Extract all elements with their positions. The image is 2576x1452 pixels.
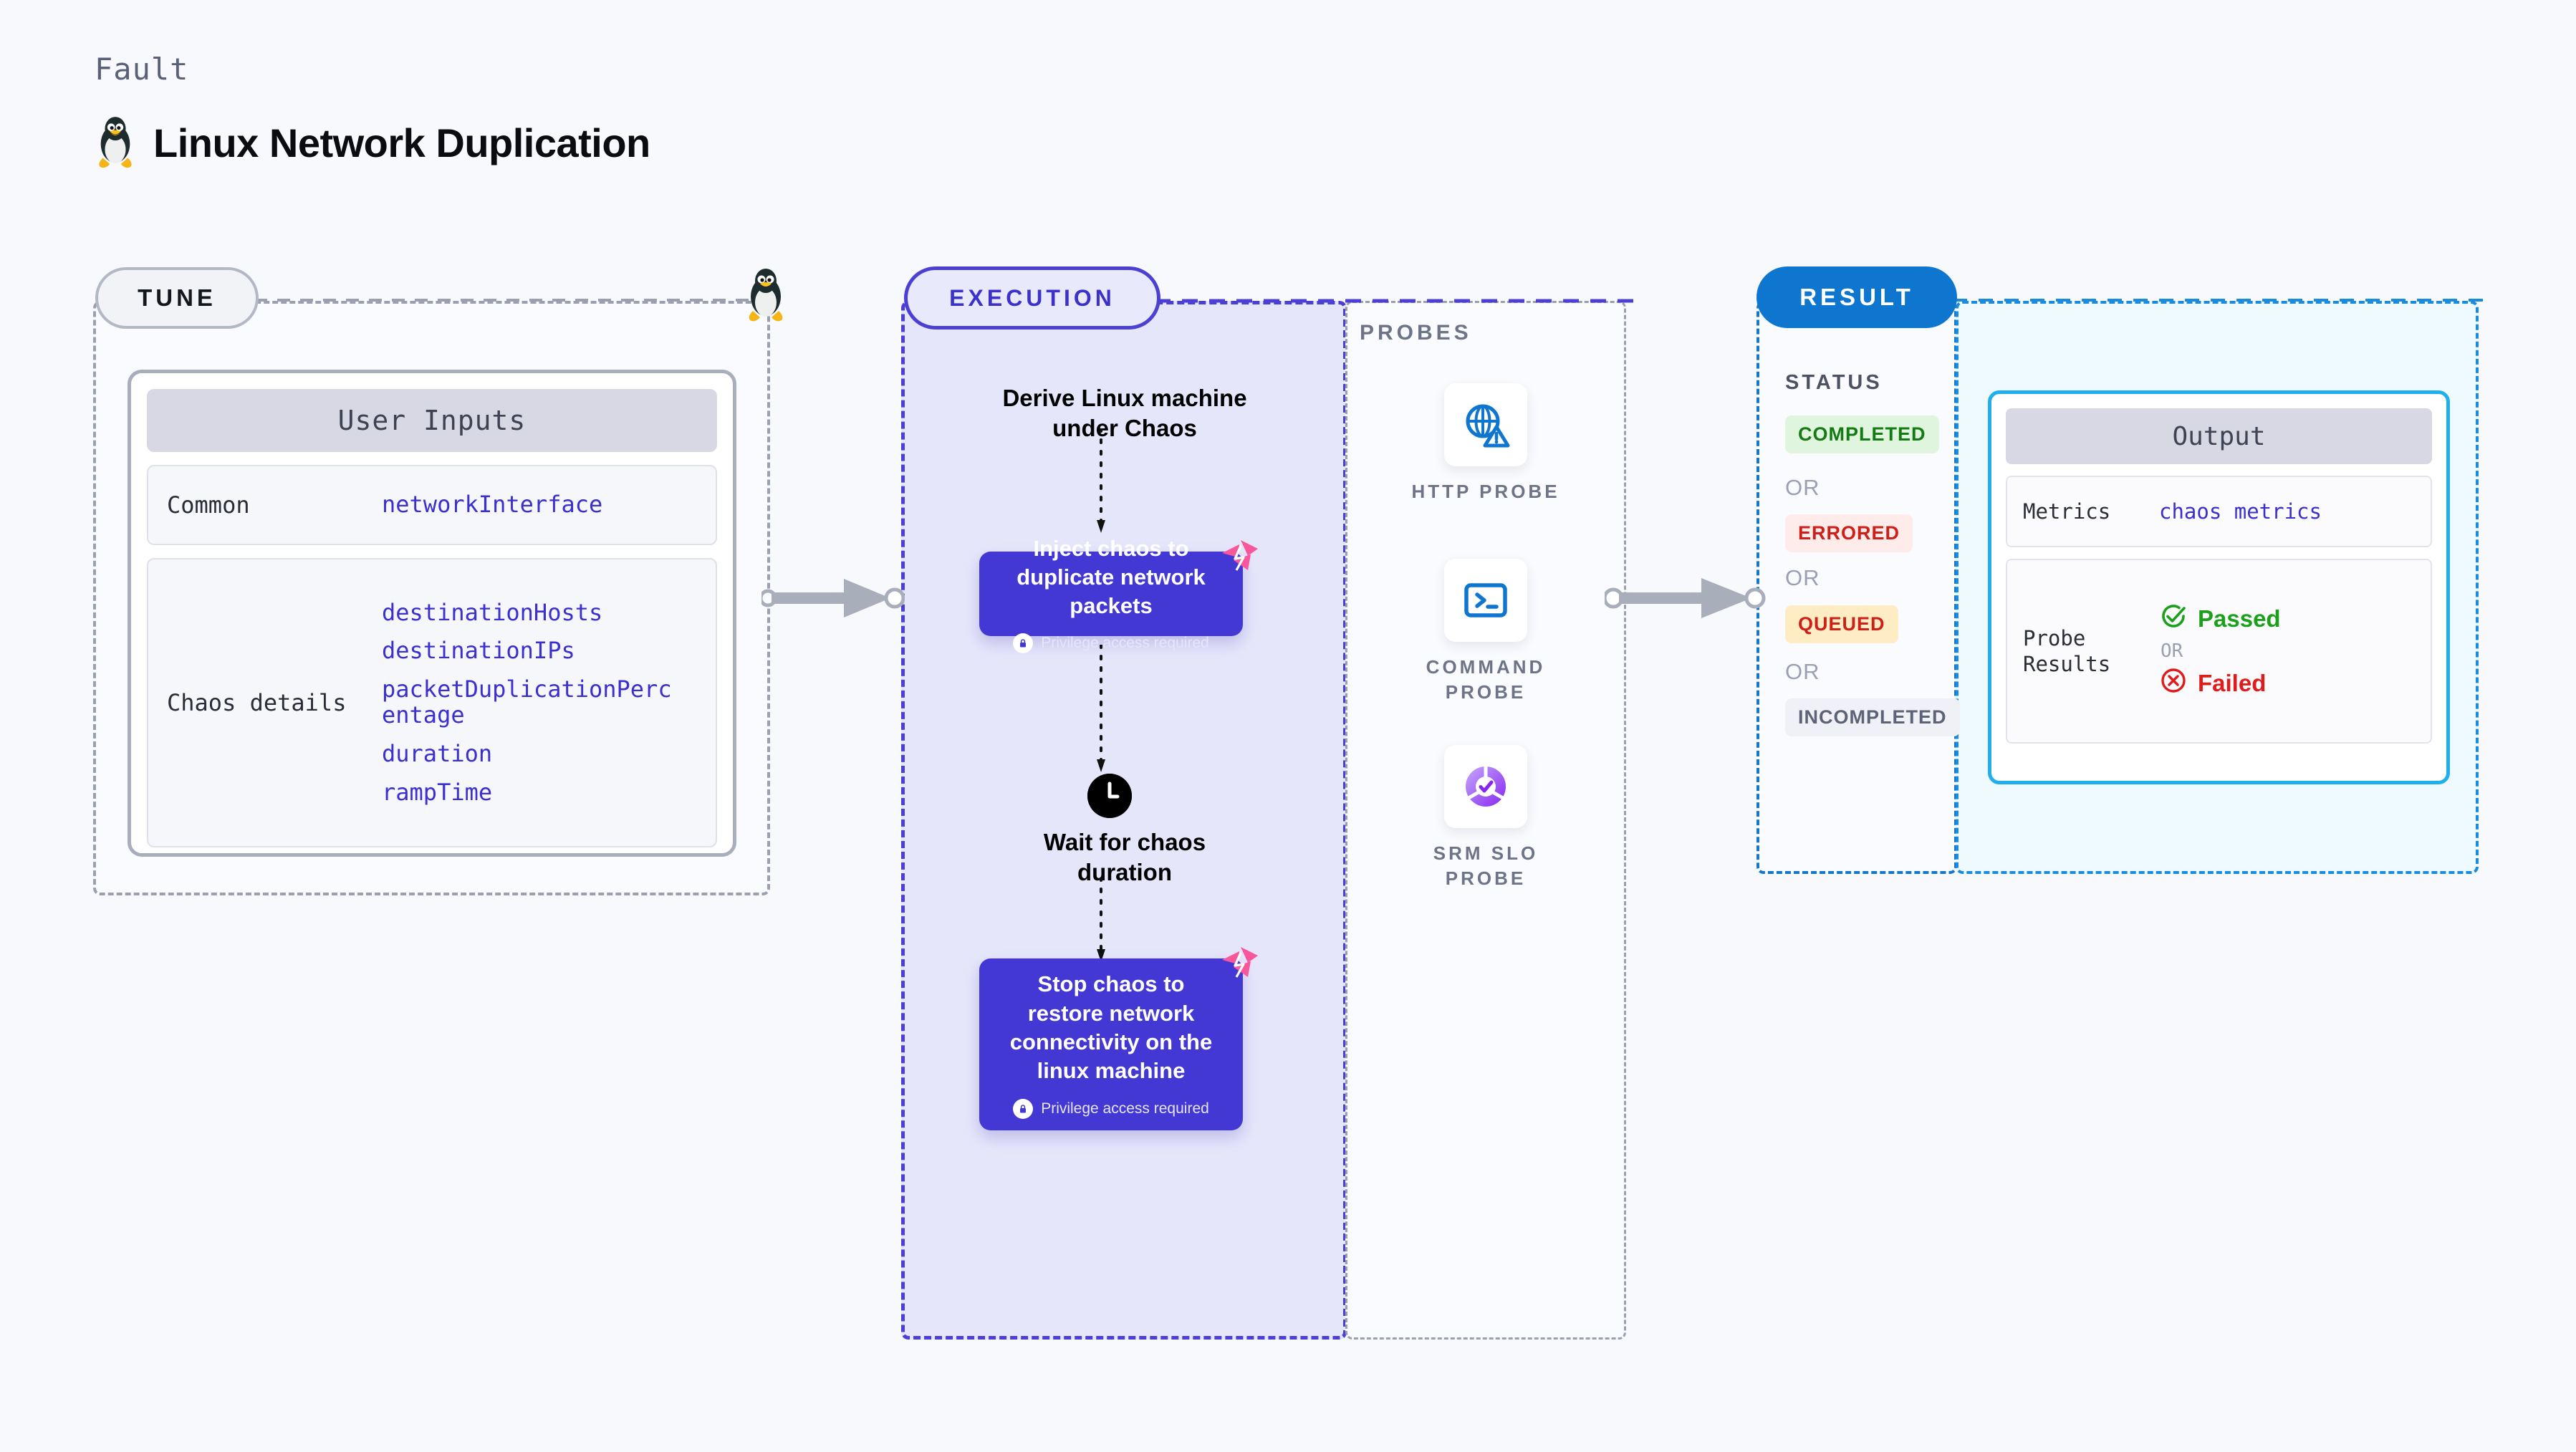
- flow-arrow-down: [1097, 645, 1105, 772]
- input-row-label: Chaos details: [167, 689, 347, 716]
- tune-to-execution-arrow: [761, 579, 905, 617]
- execution-label[interactable]: EXECUTION: [904, 266, 1160, 330]
- privilege-note-text: Privilege access required: [1041, 1100, 1209, 1117]
- execution-step-derive: Derive Linux machine under Chaos: [1002, 385, 1247, 442]
- x-circle-icon: [2159, 666, 2188, 701]
- output-row-value[interactable]: chaos metrics: [2159, 499, 2322, 524]
- execution-region: [901, 301, 1347, 1340]
- chaos-mark-icon: [1219, 539, 1259, 579]
- output-row-metrics: Metrics chaos metrics: [2006, 476, 2432, 547]
- probe-label: COMMAND PROBE: [1426, 656, 1546, 703]
- probes-title: PROBES: [1360, 321, 1472, 345]
- privilege-note-text: Privilege access required: [1041, 635, 1209, 652]
- or-separator: OR: [1785, 659, 1820, 684]
- status-badge-errored: ERRORED: [1785, 514, 1913, 552]
- lock-icon: [1013, 633, 1034, 654]
- probe-item-srm-slo[interactable]: SRM SLO PROBE: [1345, 745, 1626, 891]
- execution-top-dashed-line: [1155, 299, 1635, 303]
- probe-result-failed-label: Failed: [2198, 670, 2267, 696]
- or-separator: OR: [2161, 640, 2183, 662]
- page-kicker: Fault: [95, 52, 189, 87]
- clock-icon: [1087, 774, 1132, 818]
- input-value[interactable]: networkInterface: [382, 491, 603, 519]
- linux-penguin-icon: [93, 115, 138, 170]
- probe-item-command[interactable]: COMMAND PROBE: [1345, 559, 1626, 705]
- probe-item-http[interactable]: HTTP PROBE: [1345, 383, 1626, 504]
- user-inputs-card: User Inputs Common networkInterface Chao…: [128, 370, 736, 857]
- execution-step-inject-box[interactable]: Inject chaos to duplicate network packet…: [979, 536, 1243, 654]
- status-badge-queued: QUEUED: [1785, 605, 1898, 643]
- lock-icon: [1013, 1098, 1034, 1119]
- result-label[interactable]: RESULT: [1756, 266, 1957, 328]
- privilege-note: Privilege access required: [1013, 633, 1209, 654]
- status-badge-incompleted: INCOMPLETED: [1785, 698, 1960, 736]
- probe-result-failed: Failed: [2159, 666, 2281, 701]
- output-row-probe-results: Probe Results Passed OR: [2006, 559, 2432, 744]
- check-circle-icon: [2159, 602, 2188, 636]
- input-value[interactable]: duration: [382, 739, 493, 767]
- probes-to-result-arrow: [1605, 578, 1766, 618]
- flow-arrow-down: [1097, 878, 1105, 962]
- execution-box-title: Stop chaos to restore network connectivi…: [1009, 971, 1213, 1084]
- status-badge-completed: COMPLETED: [1785, 415, 1939, 453]
- terminal-icon: [1444, 559, 1527, 642]
- probe-result-values: Passed OR Failed: [2159, 602, 2281, 701]
- input-value[interactable]: rampTime: [382, 778, 493, 806]
- input-value[interactable]: packetDuplicationPercentage: [382, 675, 672, 729]
- tune-linux-penguin-icon: [743, 266, 789, 324]
- or-separator: OR: [1785, 475, 1820, 500]
- or-separator: OR: [1785, 565, 1820, 590]
- input-value[interactable]: destinationHosts: [382, 598, 603, 626]
- slo-donut-check-icon: [1444, 745, 1527, 828]
- tune-label[interactable]: TUNE: [95, 267, 259, 329]
- output-header: Output: [2006, 408, 2432, 464]
- status-title: STATUS: [1785, 371, 1883, 394]
- output-card: Output Metrics chaos metrics Probe Resul…: [1988, 390, 2450, 784]
- execution-box-title: Inject chaos to duplicate network packet…: [1017, 535, 1206, 619]
- probe-label: HTTP PROBE: [1411, 481, 1560, 502]
- privilege-note: Privilege access required: [1013, 1098, 1209, 1119]
- result-top-dashed-line: [1953, 299, 2483, 302]
- input-value[interactable]: destinationIPs: [382, 637, 575, 665]
- probe-label: SRM SLO PROBE: [1433, 842, 1539, 890]
- user-inputs-header: User Inputs: [147, 389, 717, 452]
- probe-result-passed: Passed: [2159, 602, 2281, 636]
- output-row-label: Metrics: [2023, 499, 2111, 524]
- execution-step-stop-box[interactable]: Stop chaos to restore network connectivi…: [979, 958, 1243, 1130]
- input-row-values: networkInterface: [382, 491, 603, 519]
- input-row-label: Common: [167, 491, 250, 519]
- page-title-row: Linux Network Duplication: [93, 115, 650, 170]
- input-row-common: Common networkInterface: [147, 465, 717, 545]
- page-title: Linux Network Duplication: [153, 120, 650, 165]
- chaos-mark-icon: [1219, 946, 1259, 986]
- probe-result-passed-label: Passed: [2198, 605, 2281, 632]
- input-row-chaos-details: Chaos details destinationHosts destinati…: [147, 558, 717, 847]
- flow-arrow-down: [1097, 428, 1105, 533]
- globe-warning-icon: [1444, 383, 1527, 466]
- input-row-values: destinationHosts destinationIPs packetDu…: [382, 600, 683, 806]
- tune-top-dashed-line: [254, 299, 749, 302]
- execution-step-wait: Wait for chaos duration: [1043, 829, 1206, 886]
- output-row-label: Probe Results: [2023, 625, 2111, 676]
